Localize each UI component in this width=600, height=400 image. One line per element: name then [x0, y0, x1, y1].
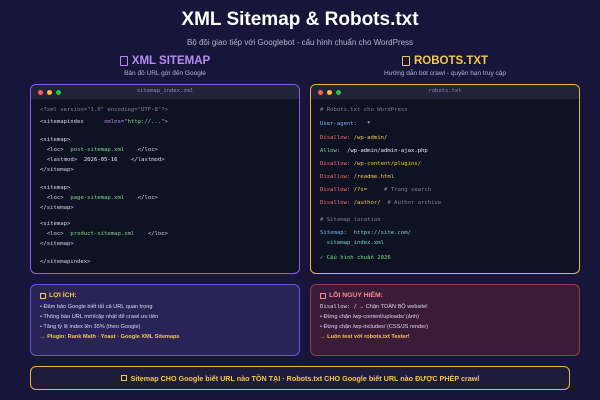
code-line: </sitemap>	[40, 205, 74, 211]
errors-footer: → Luôn test với robots.txt Tester!	[320, 334, 410, 340]
sitemap-heading-label: XML SITEMAP	[131, 55, 211, 67]
sitemap-code: <?xml version="1.0" encoding="UTF-8"?> <…	[40, 107, 168, 265]
lock-icon	[401, 56, 410, 66]
code-line: Disallow: /wp-content/plugins/	[320, 161, 422, 167]
code-line: <?xml version="1.0" encoding="UTF-8"?>	[40, 107, 168, 113]
list-item: Disallow: / → Chặn TOÀN BỘ website!	[320, 304, 428, 310]
code-line: # Sitemap location	[320, 217, 381, 223]
code-line: Allow: /wp-admin/admin-ajax.php	[320, 148, 428, 154]
robots-subheading: Hướng dẫn bot crawl - quyền hạn truy cập	[383, 70, 507, 77]
list-item: • Đừng chặn /wp-content/uploads/ (ảnh)	[320, 314, 419, 320]
errors-card: LỖI NGUY HIỂM: Disallow: / → Chặn TOÀN B…	[310, 284, 580, 356]
sitemap-code-window: sitemap_index.xml <?xml version="1.0" en…	[30, 84, 300, 274]
benefits-footer: → Plugin: Rank Math · Yoast · Google XML…	[40, 334, 180, 340]
code-line: Sitemap: https://site.com/	[320, 230, 411, 236]
list-item: • Tăng tỷ lệ index lên 35% (theo Google)	[40, 324, 141, 330]
close-dot-icon[interactable]	[318, 89, 323, 95]
document-icon	[119, 56, 128, 66]
code-line: User-agent: *	[320, 121, 371, 127]
robots-code: # Robots.txt cho WordPress User-agent: *…	[320, 107, 441, 261]
minimize-dot-icon[interactable]	[47, 89, 52, 95]
maximize-dot-icon[interactable]	[56, 89, 61, 95]
list-item: • Đảm bảo Google biết tất cả URL quan tr…	[40, 304, 153, 310]
errors-title: LỖI NGUY HIỂM:	[329, 292, 383, 299]
code-line: <loc> post-sitemap.xml </loc>	[46, 147, 158, 153]
banner-text: Sitemap CHO Google biết URL nào TỒN TẠI …	[130, 373, 480, 383]
list-item: • Đừng chặn /wp-includes/ (CSS/JS render…	[320, 324, 428, 330]
benefits-card: LỢI ÍCH: • Đảm bảo Google biết tất cả UR…	[30, 284, 300, 356]
code-line: <sitemapindex xmlns="http://...">	[40, 119, 168, 125]
code-line: <sitemap>	[40, 185, 71, 191]
benefits-title: LỢI ÍCH:	[49, 292, 77, 299]
code-line: </sitemap>	[40, 167, 74, 173]
robots-heading: ROBOTS.TXT Hướng dẫn bot crawl - quyền h…	[310, 55, 580, 77]
code-line: ✓ Cấu hình chuẩn 2026	[320, 255, 391, 261]
code-line: sitemap_index.xml	[326, 240, 385, 246]
sitemap-heading: XML SITEMAP Bản đồ URL gửi đến Google	[30, 55, 300, 77]
code-line: </sitemap>	[40, 241, 74, 247]
minimize-dot-icon[interactable]	[327, 89, 332, 95]
code-line: </sitemapindex>	[40, 259, 91, 265]
summary-banner: Sitemap CHO Google biết URL nào TỒN TẠI …	[30, 366, 570, 390]
page-subtitle: Bộ đôi giao tiếp với Googlebot - cấu hìn…	[186, 38, 414, 47]
close-dot-icon[interactable]	[38, 89, 43, 95]
robots-code-window: robots.txt # Robots.txt cho WordPress Us…	[310, 84, 580, 274]
maximize-dot-icon[interactable]	[336, 89, 341, 95]
code-line: <loc> product-sitemap.xml </loc>	[46, 231, 169, 237]
code-line: # Robots.txt cho WordPress	[320, 107, 408, 113]
page-title: XML Sitemap & Robots.txt	[181, 9, 419, 30]
code-line: <sitemap>	[40, 221, 71, 227]
sitemap-subheading: Bản đồ URL gửi đến Google	[124, 70, 206, 77]
code-line: <loc> page-sitemap.xml </loc>	[46, 195, 158, 201]
key-icon	[120, 375, 127, 381]
sitemap-titlebar: sitemap_index.xml	[31, 85, 299, 99]
robots-heading-label: ROBOTS.TXT	[413, 55, 489, 67]
list-item: • Thông báo URL mới/cập nhật để crawl ưu…	[40, 314, 159, 320]
lightbulb-icon	[40, 292, 46, 299]
code-line: <lastmod> 2026-05-16 </lastmod>	[46, 157, 165, 163]
code-line: Disallow: /?s= # Trang search	[320, 187, 432, 193]
code-line: Disallow: /wp-admin/	[320, 135, 388, 141]
sitemap-filename: sitemap_index.xml	[136, 88, 194, 94]
code-line: Disallow: /author/ # Author archive	[320, 200, 442, 206]
code-line: Disallow: /readme.html	[320, 174, 395, 180]
warning-icon	[320, 292, 326, 299]
robots-filename: robots.txt	[428, 88, 462, 94]
code-line: <sitemap>	[40, 137, 71, 143]
robots-titlebar: robots.txt	[311, 85, 579, 99]
